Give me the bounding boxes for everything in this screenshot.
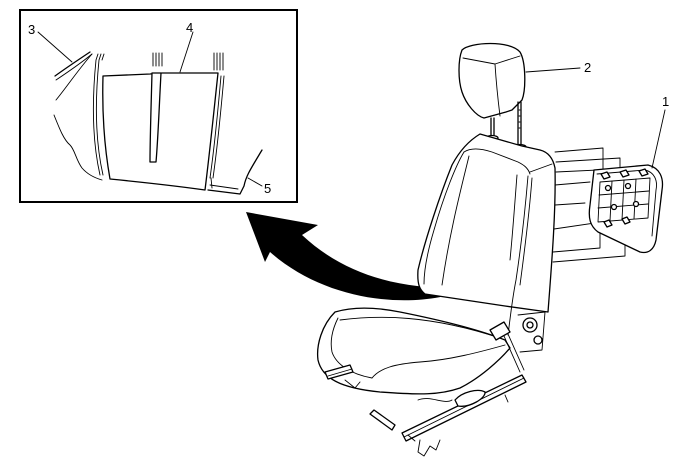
retainer-clip-detail: [207, 149, 263, 195]
direction-arrow: [246, 212, 470, 301]
callout-1: 1: [662, 94, 669, 109]
panel-grid: [597, 177, 651, 223]
trim-cover-detail: [102, 52, 225, 191]
trim-edge-detail: [53, 51, 105, 181]
callout-2: 2: [584, 60, 591, 75]
leader-1: [651, 109, 666, 169]
seat-back: [417, 133, 556, 336]
callout-4: 4: [186, 20, 193, 35]
seat-tracks: [324, 364, 527, 457]
callout-3: 3: [28, 22, 35, 37]
detail-inset: 3 4 5: [19, 9, 298, 203]
seat-cushion: [316, 307, 511, 395]
recliner-mechanism: [489, 311, 546, 373]
leader-5: [247, 177, 263, 187]
leader-2: [525, 67, 581, 73]
seat-back-panel: [552, 147, 664, 263]
callout-5: 5: [264, 181, 271, 196]
headrest: [458, 42, 527, 151]
leader-3: [37, 31, 73, 63]
leader-4: [179, 31, 194, 73]
